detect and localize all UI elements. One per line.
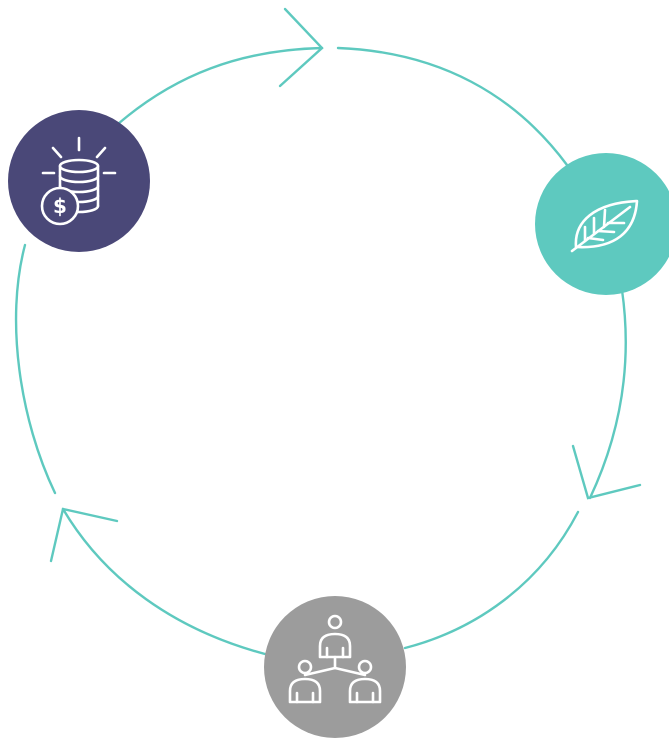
arrowhead-lower-right (571, 444, 642, 500)
cycle-ring (14, 46, 627, 656)
ring-arc-lower-left (61, 507, 267, 656)
ring-arc-top-right (336, 46, 569, 167)
ring-arc-lower-right (403, 510, 580, 650)
people-node (264, 596, 406, 738)
ring-arc-top-left (116, 46, 324, 126)
arrowhead-top (278, 7, 324, 88)
environment-node-circle (535, 153, 669, 295)
ring-arc-right (588, 288, 627, 500)
people-network-icon (288, 614, 382, 704)
dollar-symbol: $ (53, 194, 67, 218)
ring-arc-left (14, 243, 57, 495)
finance-node: $ (8, 110, 150, 252)
environment-node (535, 153, 669, 295)
dollar-coin-stack-icon: $ (40, 136, 117, 226)
arrowhead-lower-left (49, 507, 119, 563)
leaf-icon (570, 199, 639, 253)
